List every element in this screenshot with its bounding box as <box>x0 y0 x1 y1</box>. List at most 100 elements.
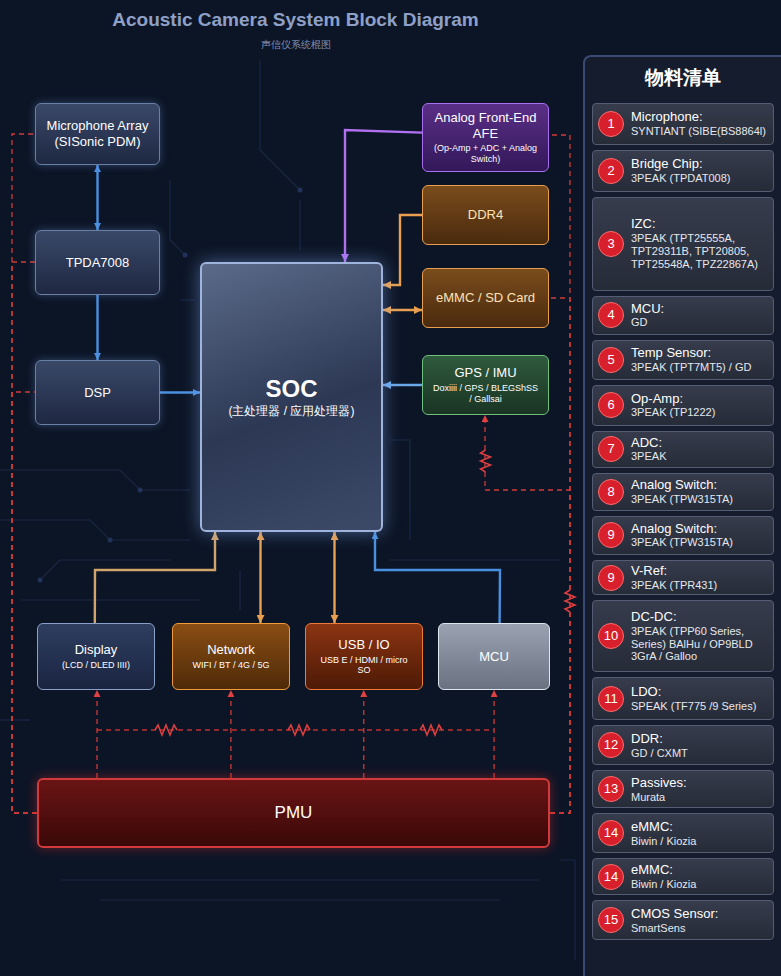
signal-connector <box>383 384 422 386</box>
box-sublabel: USB E / HDMI / micro SO <box>314 655 414 677</box>
part-vendor: 3PEAK (TP1222) <box>631 406 715 419</box>
part-vendor: Biwin / Kiozia <box>631 835 696 848</box>
box-sublabel: WIFI / BT / 4G / 5G <box>193 660 270 671</box>
bom-item: 10 DC-DC:3PEAK (TPP60 Series, Series) BAl… <box>592 600 774 672</box>
memory-box: eMMC / SD Card <box>422 268 549 328</box>
part-heading: LDO: <box>631 685 756 700</box>
process-box: Microphone Array (SISonic PDM) <box>35 103 160 165</box>
box-label: eMMC / SD Card <box>436 290 535 306</box>
part-heading: Bridge Chip: <box>631 157 730 172</box>
power-line <box>12 262 37 813</box>
signal-connector <box>383 215 422 285</box>
callout-number: 6 <box>598 392 624 418</box>
part-heading: DC-DC: <box>631 610 768 625</box>
box-label: MCU <box>479 649 509 665</box>
memory-box: DDR4 <box>422 185 549 245</box>
bom-item: 15 CMOS Sensor:SmartSens <box>592 900 774 940</box>
box-label: TPDA7008 <box>66 255 130 271</box>
part-heading: Analog Switch: <box>631 478 733 493</box>
part-vendor: 3PEAK (TPT7MT5) / GD <box>631 361 751 374</box>
signal-connector <box>96 165 98 230</box>
callout-number: 2 <box>598 158 624 184</box>
bom-item: 14eMMC:Biwin / Kiozia <box>592 858 774 895</box>
part-vendor: 3PEAK (TPT25555A, TPT29311B, TPT20805, T… <box>631 232 768 270</box>
part-vendor: 3PEAK <box>631 450 666 463</box>
io-box: NetworkWIFI / BT / 4G / 5G <box>172 623 290 690</box>
box-sublabel: (Op-Amp + ADC + Analog Switch) <box>431 143 540 165</box>
diagram-title: Acoustic Camera System Block Diagram <box>0 9 781 31</box>
callout-number: 8 <box>598 479 624 505</box>
signal-connector <box>259 532 261 623</box>
item-text: Analog Switch:3PEAK (TPW315TA) <box>631 522 733 550</box>
power-line <box>549 298 570 813</box>
part-heading: Analog Switch: <box>631 522 733 537</box>
box-label: Analog Front-End AFE <box>431 110 540 141</box>
callout-number: 15 <box>598 907 624 933</box>
bom-item: 1Microphone:SYNTIANT (SIBE(BS8864l) <box>592 103 774 145</box>
item-text: Passives:Murata <box>631 776 687 804</box>
bom-item: 8 Analog Switch:3PEAK (TPW315TA) <box>592 473 774 511</box>
box-label: DDR4 <box>468 207 503 223</box>
process-box: Analog Front-End AFE(Op-Amp + ADC + Anal… <box>422 103 549 172</box>
item-text: Bridge Chip:3PEAK (TPDAT008) <box>631 157 730 185</box>
part-vendor: SYNTIANT (SIBE(BS8864l) <box>631 125 766 138</box>
power-line <box>485 415 570 813</box>
bom-item: 5Temp Sensor:3PEAK (TPT7MT5) / GD <box>592 340 774 380</box>
power-line <box>12 392 37 813</box>
callout-number: 9 <box>598 565 624 591</box>
part-heading: ADC: <box>631 436 666 451</box>
bom-panel: 物料清单 1Microphone:SYNTIANT (SIBE(BS8864l) 2… <box>583 55 781 976</box>
box-label: PMU <box>275 803 313 823</box>
part-vendor: 3PEAK (TPP60 Series, Series) BAlHu / OP9… <box>631 625 768 663</box>
part-vendor: GD / CXMT <box>631 747 688 760</box>
bom-item: 7 ADC:3PEAK <box>592 431 774 468</box>
bom-item: 6 Op-Amp:3PEAK (TP1222) <box>592 385 774 426</box>
signal-connector <box>96 295 98 360</box>
signal-connector <box>345 130 422 262</box>
callout-number: 11 <box>598 686 624 712</box>
item-text: V-Ref:3PEAK (TPR431) <box>631 564 717 592</box>
controller-box: MCU <box>438 623 550 690</box>
signal-connector <box>375 532 500 623</box>
subtitle-label: 声信仪系统棍图 <box>0 38 781 52</box>
callout-number: 7 <box>598 436 624 462</box>
item-text: Op-Amp:3PEAK (TP1222) <box>631 392 715 420</box>
part-heading: eMMC: <box>631 863 696 878</box>
callout-number: 4 <box>598 302 624 328</box>
box-label: Display <box>75 642 118 658</box>
part-heading: Temp Sensor: <box>631 346 751 361</box>
sensor-box: GPS / IMUDoxiiii / GPS / BLEGShSS / Gall… <box>422 355 549 415</box>
box-label: Network <box>207 642 255 658</box>
box-label: GPS / IMU <box>454 365 516 381</box>
item-text: CMOS Sensor:SmartSens <box>631 907 718 935</box>
signal-connector <box>160 391 200 393</box>
box-label: 物料清单 <box>592 67 774 90</box>
callout-number: 12 <box>598 732 624 758</box>
process-box: DSP <box>35 360 160 425</box>
power-box: PMU <box>37 778 550 848</box>
power-line <box>493 690 494 778</box>
part-vendor: 3PEAK (TPDAT008) <box>631 172 730 185</box>
bom-item: 14 eMMC:Biwin / Kiozia <box>592 813 774 853</box>
box-label: Microphone Array (SISonic PDM) <box>44 118 151 149</box>
part-heading: IZC: <box>631 217 768 232</box>
power-line <box>96 690 97 778</box>
part-heading: MCU: <box>631 302 664 317</box>
callout-number: 14 <box>598 820 624 846</box>
item-text: ADC:3PEAK <box>631 436 666 464</box>
item-text: eMMC:Biwin / Kiozia <box>631 863 696 891</box>
item-text: DC-DC:3PEAK (TPP60 Series, Series) BAlHu… <box>631 610 768 663</box>
callout-number: 3 <box>598 231 624 257</box>
part-heading: DDR: <box>631 732 688 747</box>
callout-number: 10 <box>598 623 624 649</box>
part-heading: eMMC: <box>631 820 696 835</box>
io-box: Display(LCD / DLED IIII) <box>37 623 155 690</box>
bom-item: 4 MCU:GD <box>592 296 774 335</box>
part-vendor: 3PEAK (TPR431) <box>631 579 717 592</box>
item-text: MCU:GD <box>631 302 664 330</box>
callout-number: 9 <box>598 522 624 548</box>
part-vendor: Biwin / Kiozia <box>631 878 696 891</box>
part-vendor: GD <box>631 316 664 329</box>
part-vendor: 3PEAK (TPW315TA) <box>631 493 733 506</box>
callout-number: 13 <box>598 776 624 802</box>
